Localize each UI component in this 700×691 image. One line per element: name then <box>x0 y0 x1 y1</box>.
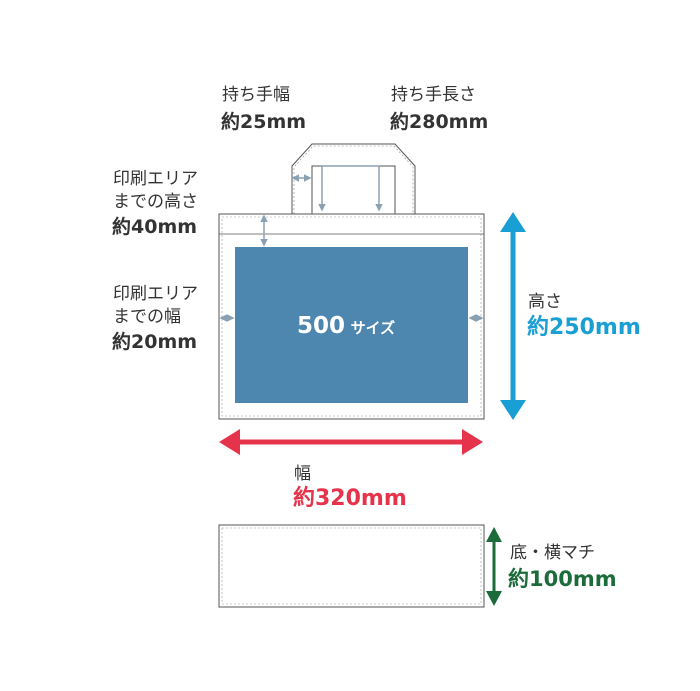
print-margin-top-label-2: までの高さ <box>113 192 198 212</box>
gusset-arrow <box>486 527 502 606</box>
print-area <box>235 247 468 403</box>
height-label: 高さ <box>528 292 562 312</box>
handle-width-label: 持ち手幅 <box>222 85 290 105</box>
print-area-suffix: サイズ <box>350 319 396 337</box>
gusset-label: 底・横マチ <box>510 543 595 563</box>
gusset-value: 約100mm <box>508 567 617 591</box>
height-arrow <box>500 212 526 420</box>
handle-length-label: 持ち手長さ <box>391 85 476 105</box>
handle-width-value: 約25mm <box>221 111 307 133</box>
print-margin-side-value: 約20mm <box>112 331 198 353</box>
gusset-panel <box>218 524 485 608</box>
print-margin-side-label-1: 印刷エリア <box>113 284 198 304</box>
print-area-label: 500 サイズ <box>297 313 395 339</box>
print-margin-top-label-1: 印刷エリア <box>113 169 198 189</box>
width-value: 約320mm <box>293 486 407 511</box>
print-margin-side-label-2: までの幅 <box>113 307 181 327</box>
width-arrow <box>219 429 483 455</box>
height-value: 約250mm <box>527 315 641 340</box>
print-margin-top-value: 約40mm <box>112 216 198 238</box>
handle-length-value: 約280mm <box>390 111 489 133</box>
width-label: 幅 <box>294 464 311 484</box>
print-area-number: 500 <box>297 313 346 339</box>
